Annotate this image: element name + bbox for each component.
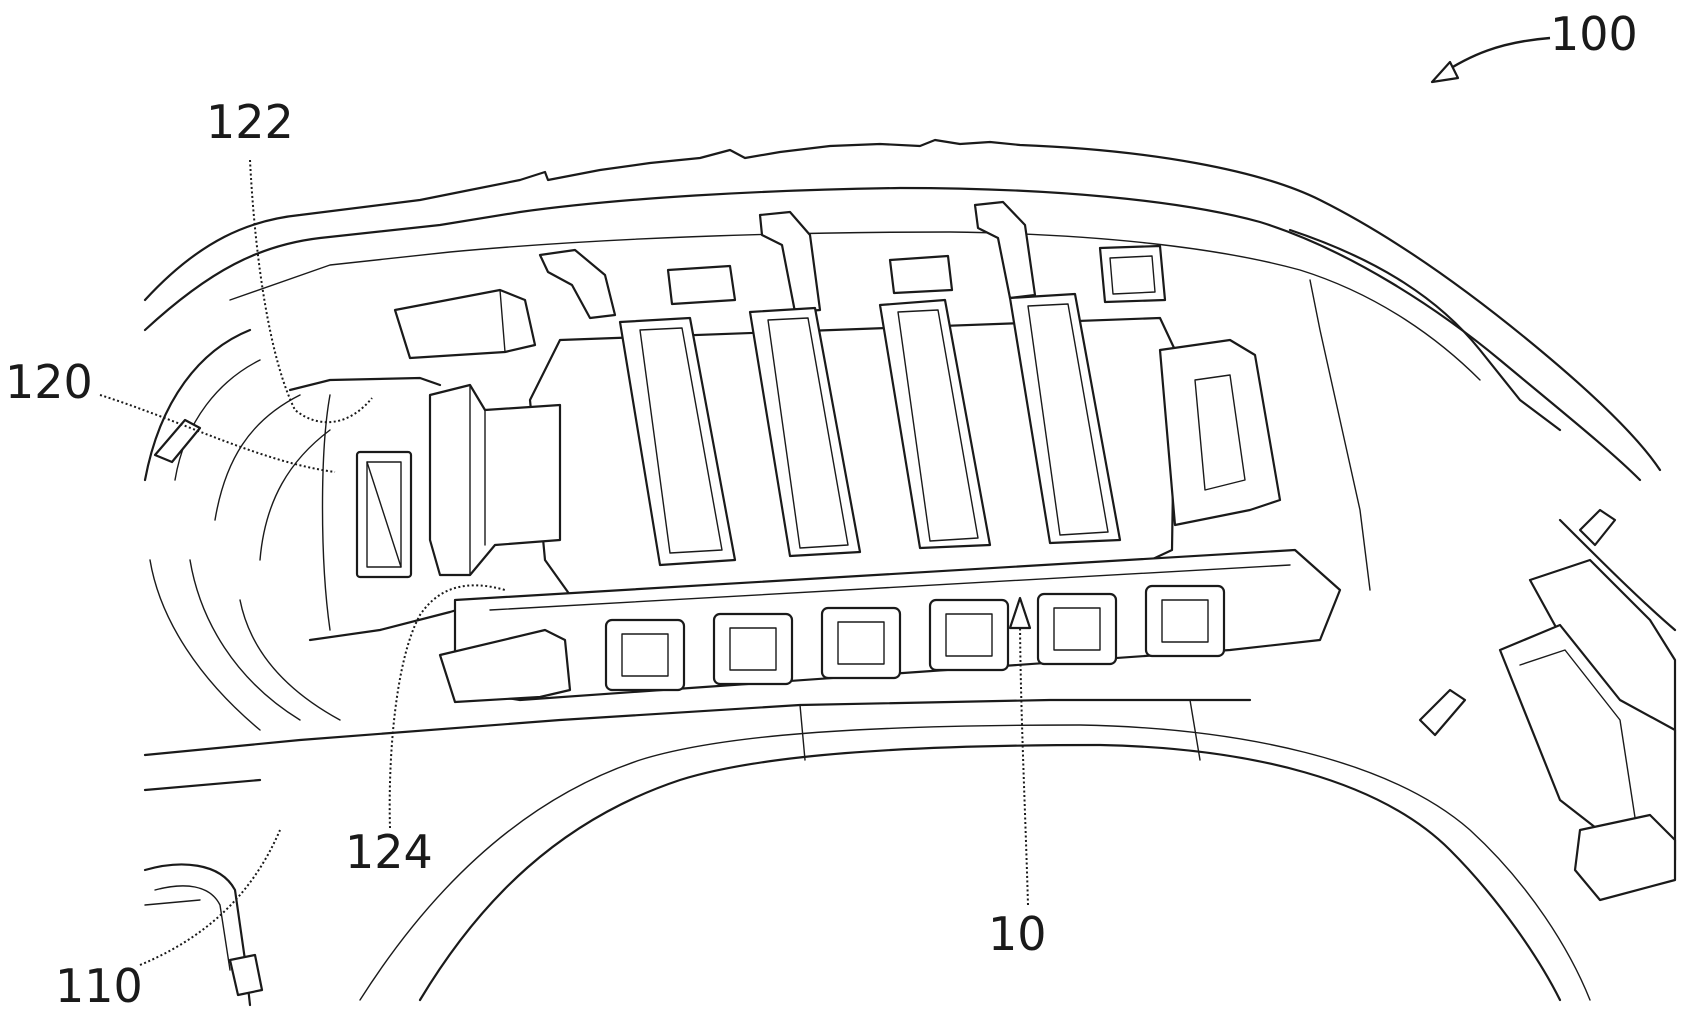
right-connector [1420,510,1675,900]
leader-110 [140,830,280,965]
leader-120 [100,395,335,472]
ref-label-122: 122 [206,95,294,149]
leader-122 [250,160,372,422]
ref-label-100: 100 [1550,7,1638,61]
ref-label-110: 110 [55,959,143,1012]
ref-label-124: 124 [345,825,433,879]
upper-left-block [395,290,535,358]
ref-label-10: 10 [988,907,1047,961]
arrow-100 [1440,38,1550,75]
connector-body [430,294,1280,595]
ref-label-120: 120 [5,355,93,409]
